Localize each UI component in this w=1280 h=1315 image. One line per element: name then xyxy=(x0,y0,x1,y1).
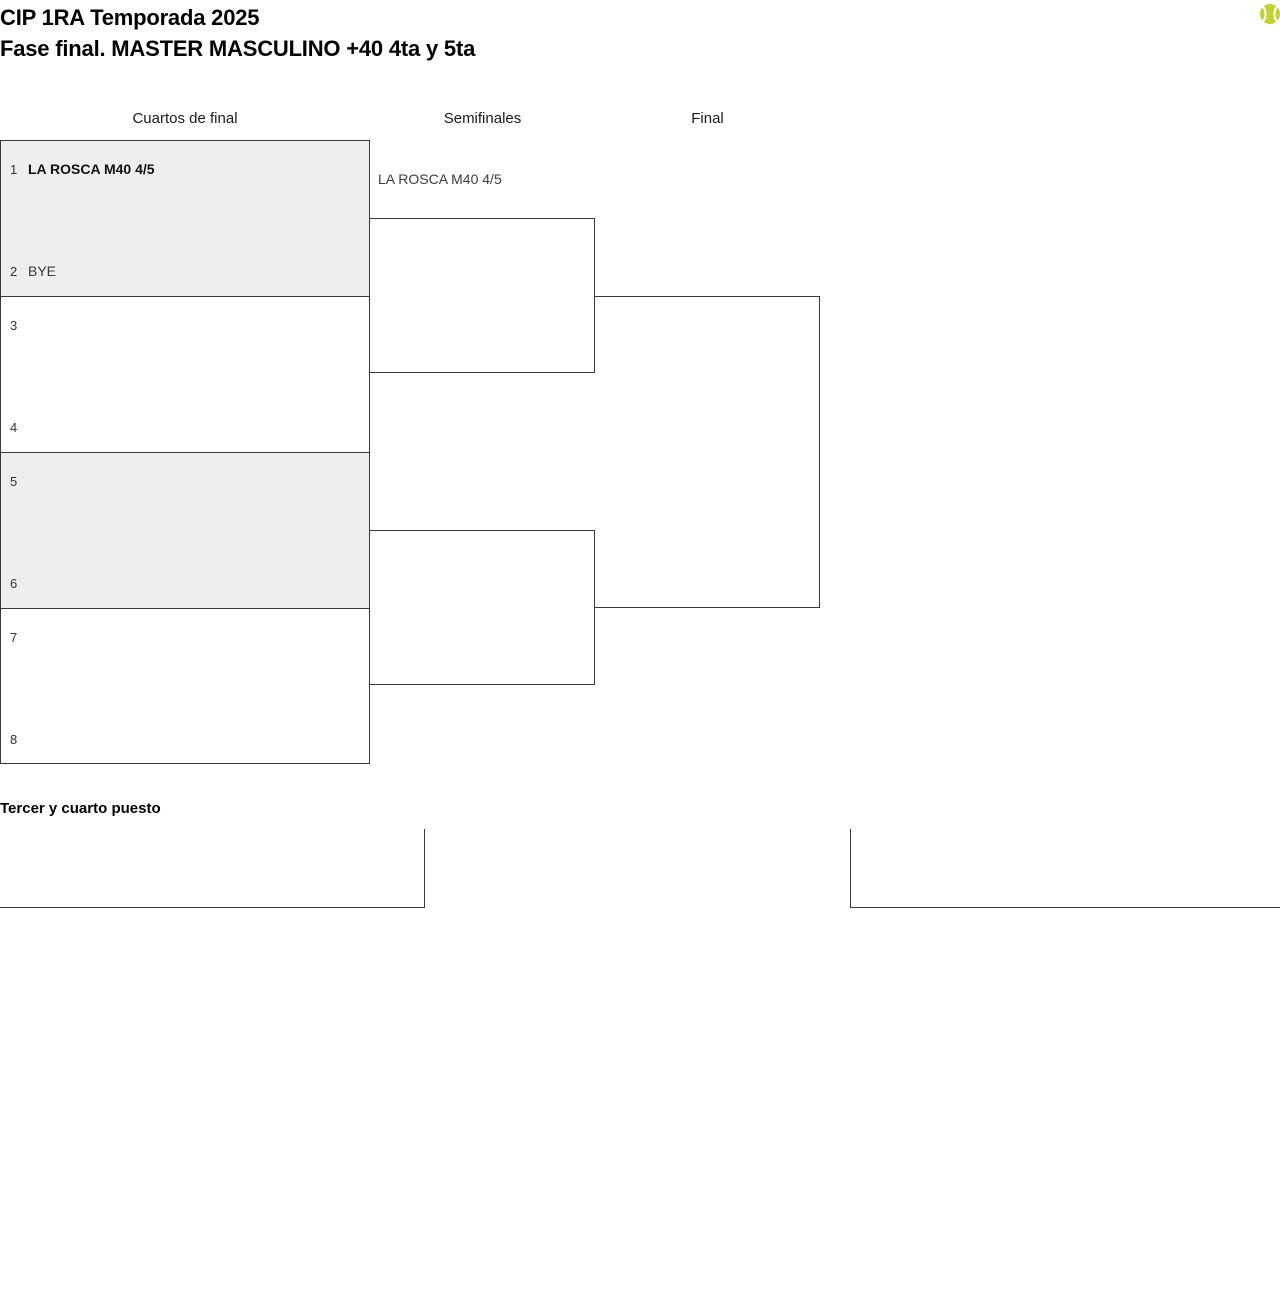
round-header-final: Final xyxy=(691,110,724,127)
bracket-slot[interactable]: 4 xyxy=(10,417,28,437)
bracket-slot[interactable]: 1 LA ROSCA M40 4/5 xyxy=(10,159,155,179)
bracket-slot[interactable]: 8 xyxy=(10,729,28,749)
round-header-quarterfinals: Cuartos de final xyxy=(132,110,238,127)
seed-number: 1 xyxy=(10,161,18,177)
page-title: CIP 1RA Temporada 2025 Fase final. MASTE… xyxy=(0,2,900,64)
seed-number: 7 xyxy=(10,629,18,645)
seed-number: 8 xyxy=(10,731,18,747)
quarterfinal-match-4[interactable]: 7 8 xyxy=(0,608,370,764)
team-name: LA ROSCA M40 4/5 xyxy=(28,161,155,177)
semifinal-connector-2 xyxy=(370,530,595,685)
quarterfinal-match-1[interactable]: 1 LA ROSCA M40 4/5 2 BYE xyxy=(0,140,370,296)
seed-number: 4 xyxy=(10,419,18,435)
third-place-connector-left xyxy=(0,829,425,908)
quarterfinal-match-2[interactable]: 3 4 xyxy=(0,296,370,452)
bracket-slot[interactable]: 5 xyxy=(10,471,28,491)
bracket-slot[interactable]: 6 xyxy=(10,573,28,593)
quarterfinal-match-3[interactable]: 5 6 xyxy=(0,452,370,608)
third-place-heading: Tercer y cuarto puesto xyxy=(0,800,161,817)
round-header-semifinals: Semifinales xyxy=(443,110,522,127)
bracket-slot[interactable]: 3 xyxy=(10,315,28,335)
bracket-slot[interactable]: 7 xyxy=(10,627,28,647)
team-name: BYE xyxy=(28,263,57,279)
tennis-ball-icon xyxy=(1258,2,1280,26)
semifinal-connector-1 xyxy=(370,218,595,373)
bracket-slot[interactable]: 2 BYE xyxy=(10,261,56,281)
seed-number: 3 xyxy=(10,317,18,333)
title-line-2: Fase final. MASTER MASCULINO +40 4ta y 5… xyxy=(0,36,476,61)
final-connector xyxy=(595,296,820,608)
seed-number: 5 xyxy=(10,473,18,489)
seed-number: 6 xyxy=(10,575,18,591)
title-line-1: CIP 1RA Temporada 2025 xyxy=(0,5,260,30)
tournament-bracket: 1 LA ROSCA M40 4/5 2 BYE 3 4 5 6 7 xyxy=(0,0,900,790)
seed-number: 2 xyxy=(10,263,18,279)
semifinal-slot-1[interactable]: LA ROSCA M40 4/5 xyxy=(378,171,502,187)
third-place-connector-right xyxy=(850,829,1280,908)
